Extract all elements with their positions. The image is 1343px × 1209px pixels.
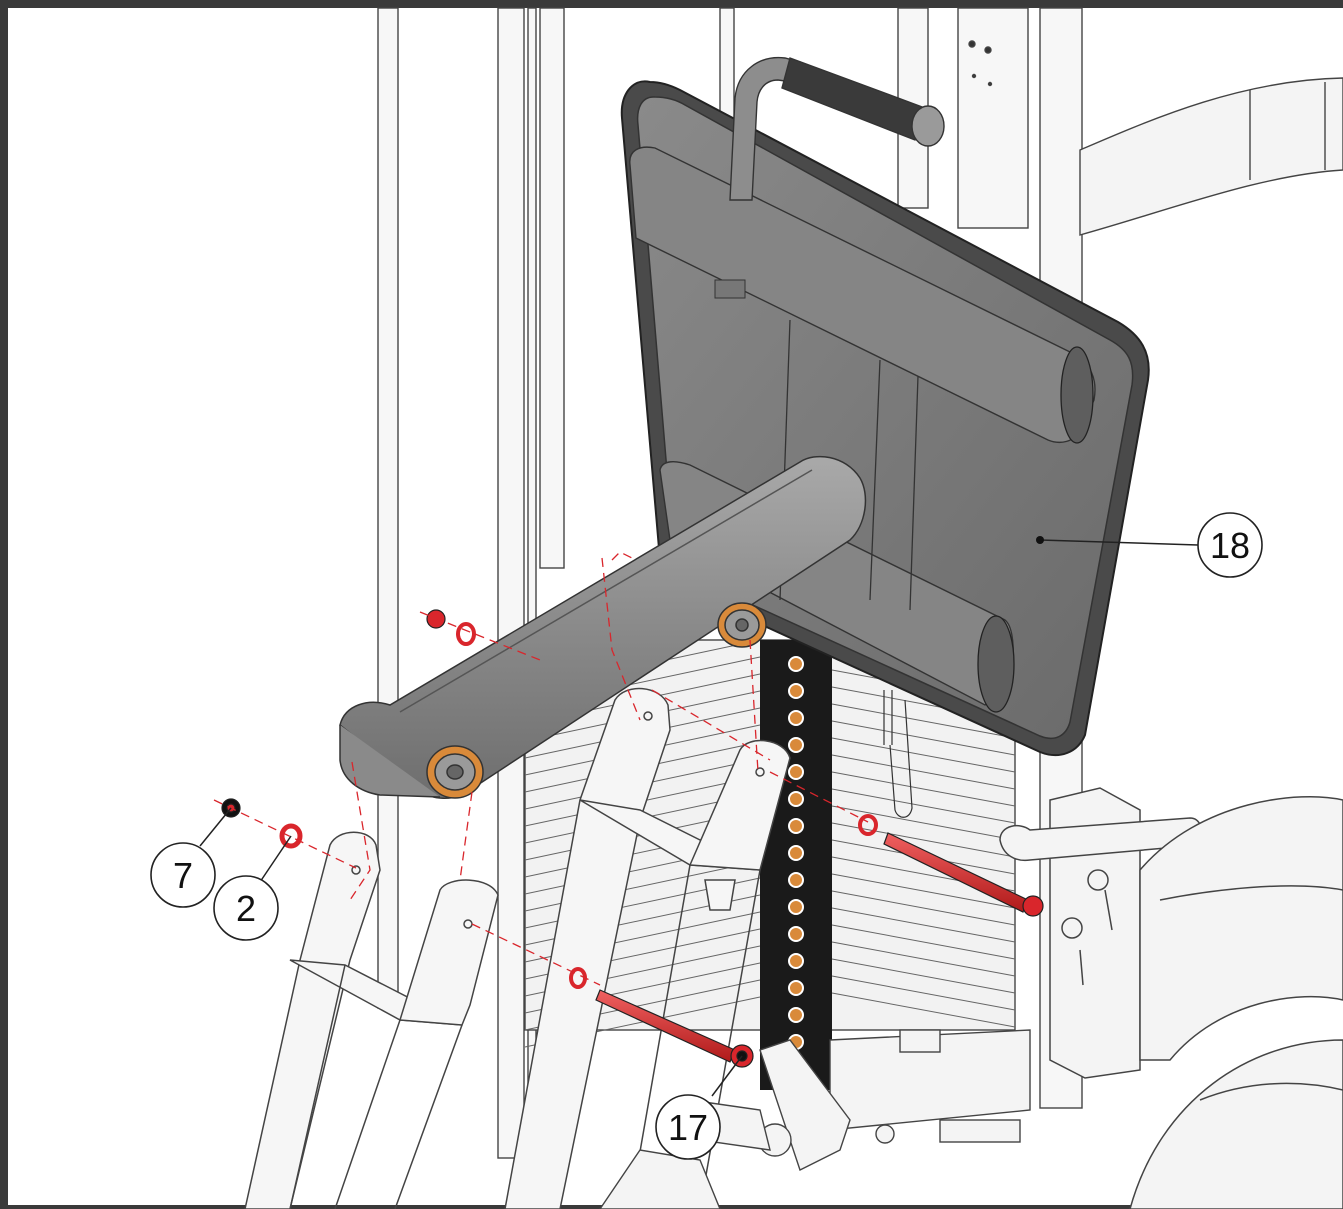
weight-plate-edge [831, 805, 1016, 841]
weight-plate-edge [831, 958, 1016, 994]
leader-17 [711, 1055, 743, 1097]
base-frame [829, 1029, 1031, 1144]
weight-plate-edge [831, 754, 1016, 790]
bolt-right [883, 832, 1029, 913]
stack-pin-hole [788, 791, 804, 807]
callout-circle-7 [150, 842, 216, 908]
stack-pin-hole [788, 683, 804, 699]
callout-2: 2 [213, 875, 279, 941]
callout-label-2: 2 [236, 888, 256, 929]
weight-plate-edge [831, 771, 1016, 807]
pivot-arm-right [504, 687, 791, 1209]
stack-pin-hole [788, 899, 804, 915]
weight-plate-edge [831, 941, 1016, 977]
weight-plate-edge [831, 720, 1016, 756]
callout-label-17: 17 [668, 1107, 708, 1148]
spring [883, 690, 913, 818]
assembly-guides [213, 551, 869, 986]
weight-plate-edge [831, 907, 1016, 943]
pad-support-tube [339, 455, 867, 799]
stack-pin-hole [788, 656, 804, 672]
top-frame-tube [1079, 77, 1343, 236]
washer-upper [456, 622, 476, 646]
callout-leaders [199, 539, 1199, 1097]
weight-plate-edge [831, 890, 1016, 926]
seat-assembly [999, 787, 1343, 1209]
stack-pin-hole [788, 710, 804, 726]
leader-18 [1039, 539, 1199, 546]
callout-label-7: 7 [173, 855, 193, 896]
stack-pin-hole [788, 980, 804, 996]
stack-pin-hole [788, 737, 804, 753]
pad-handle [729, 56, 945, 201]
weight-plate-edge [831, 924, 1016, 960]
leader-dot-18 [1036, 536, 1044, 544]
washer-right [858, 814, 878, 836]
stack-pin-hole [788, 872, 804, 888]
weight-plate-edge [831, 737, 1016, 773]
weight-plate-edge [831, 873, 1016, 909]
leader-7 [199, 807, 232, 847]
callout-circle-2 [213, 875, 279, 941]
callout-label-18: 18 [1210, 525, 1250, 566]
stack-pin-hole [788, 1007, 804, 1023]
callout-17: 17 [655, 1094, 721, 1160]
washer-part-2 [279, 823, 303, 849]
bolt-part-17 [595, 989, 736, 1063]
callout-7: 7 [150, 842, 216, 908]
stack-pin-hole [788, 764, 804, 780]
stack-pin-hole [788, 818, 804, 834]
stack-pin-hole [788, 845, 804, 861]
leader-2 [259, 835, 292, 883]
callout-circle-18 [1197, 512, 1263, 578]
callout-18: 18 [1197, 512, 1263, 578]
weight-plate-edge [831, 992, 1016, 1028]
callout-circle-17 [655, 1094, 721, 1160]
weight-plate-edge [831, 975, 1016, 1011]
stack-pin-hole [788, 926, 804, 942]
stack-pin-hole [788, 953, 804, 969]
weight-plate-edge [831, 788, 1016, 824]
pivot-arm-left [244, 831, 499, 1209]
weight-plate-edge [831, 703, 1016, 739]
